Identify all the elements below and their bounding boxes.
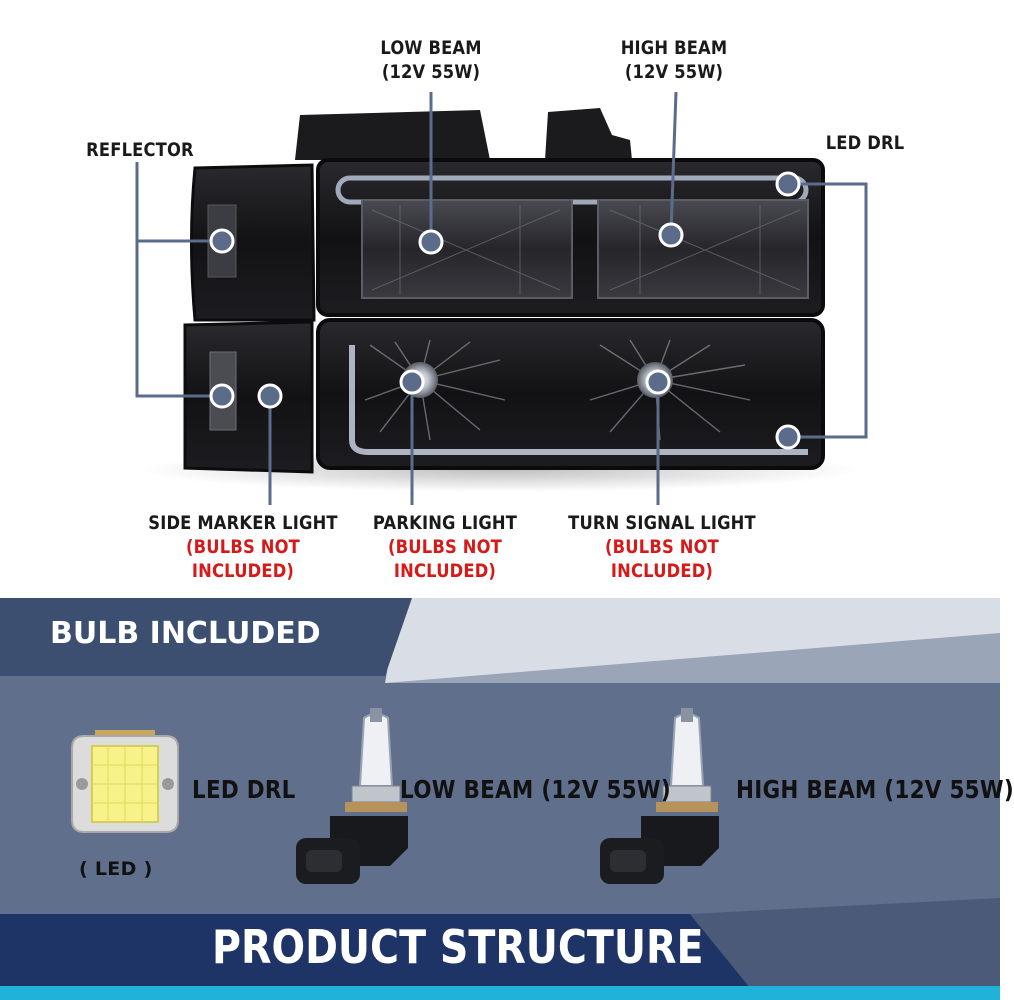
- turn-signal-note: (BULBS NOT INCLUDED): [605, 536, 719, 582]
- callout-markers: [209, 171, 801, 450]
- parking-note: (BULBS NOT INCLUDED): [388, 536, 502, 582]
- led-drl-title: LED DRL: [825, 132, 905, 154]
- high-beam-bulb-icon: [600, 708, 719, 884]
- turn-signal-marker: [645, 369, 671, 395]
- drl-light-bar-bottom: [349, 345, 808, 455]
- led-drl-bulb-label: LED DRL: [192, 775, 296, 804]
- footer-accent: [690, 898, 1000, 1000]
- bulb-included-heading: BULB INCLUDED: [50, 616, 321, 651]
- reflector-housing: [190, 163, 316, 322]
- parking-title: PARKING LIGHT: [372, 512, 518, 534]
- reflector-title: REFLECTOR: [86, 139, 194, 161]
- high-beam-title: HIGH BEAM: [620, 37, 728, 59]
- side-marker-marker: [257, 383, 283, 409]
- parking-lamp-housing: [316, 318, 825, 470]
- side-marker-callout: SIDE MARKER LIGHT (BULBS NOT INCLUDED): [146, 511, 340, 583]
- mounting-bracket-right: [545, 108, 632, 160]
- low-beam-callout: LOW BEAM (12V 55W): [367, 36, 496, 84]
- low-beam-bulb-label: LOW BEAM (12V 55W): [400, 775, 671, 804]
- low-beam-lens: [361, 199, 573, 299]
- high-beam-callout: HIGH BEAM (12V 55W): [610, 36, 739, 84]
- panel-graphics: [0, 598, 1000, 1000]
- low-beam-marker: [418, 229, 444, 255]
- led-drl-lower-marker: [775, 424, 801, 450]
- reflector-marker: [209, 228, 235, 254]
- side-marker-title: SIDE MARKER LIGHT: [148, 512, 338, 534]
- side-marker-note: (BULBS NOT INCLUDED): [186, 536, 300, 582]
- low-beam-spec: (12V 55W): [381, 61, 481, 83]
- led-caption: ( LED ): [79, 858, 153, 880]
- mounting-bracket-left: [295, 110, 490, 160]
- parking-callout: PARKING LIGHT (BULBS NOT INCLUDED): [350, 511, 539, 583]
- panel-slope: [385, 633, 1000, 683]
- low-beam-bulb-icon: [296, 708, 408, 884]
- reflector-lower-marker: [209, 383, 235, 409]
- reflector-callout: REFLECTOR: [80, 138, 200, 162]
- footer-cyan-strip: [0, 986, 1000, 1000]
- high-beam-marker: [658, 222, 684, 248]
- callout-lines: [135, 91, 868, 505]
- parking-marker: [399, 369, 425, 395]
- heading-banner-bg: [0, 598, 412, 676]
- low-beam-title: LOW BEAM: [380, 37, 482, 59]
- turn-signal-title: TURN SIGNAL LIGHT: [568, 512, 756, 534]
- footer-banner-bg: [0, 914, 760, 1000]
- led-chip-icon: [71, 730, 179, 833]
- high-beam-spec: (12V 55W): [624, 61, 724, 83]
- led-drl-upper-marker: [775, 171, 801, 197]
- high-beam-bulb-label: HIGH BEAM (12V 55W): [736, 775, 1014, 804]
- headlight-assembly-illustration: [135, 91, 868, 505]
- product-structure-title: PRODUCT STRUCTURE: [212, 920, 704, 974]
- turn-signal-callout: TURN SIGNAL LIGHT (BULBS NOT INCLUDED): [567, 511, 756, 583]
- led-drl-callout: LED DRL: [818, 131, 913, 155]
